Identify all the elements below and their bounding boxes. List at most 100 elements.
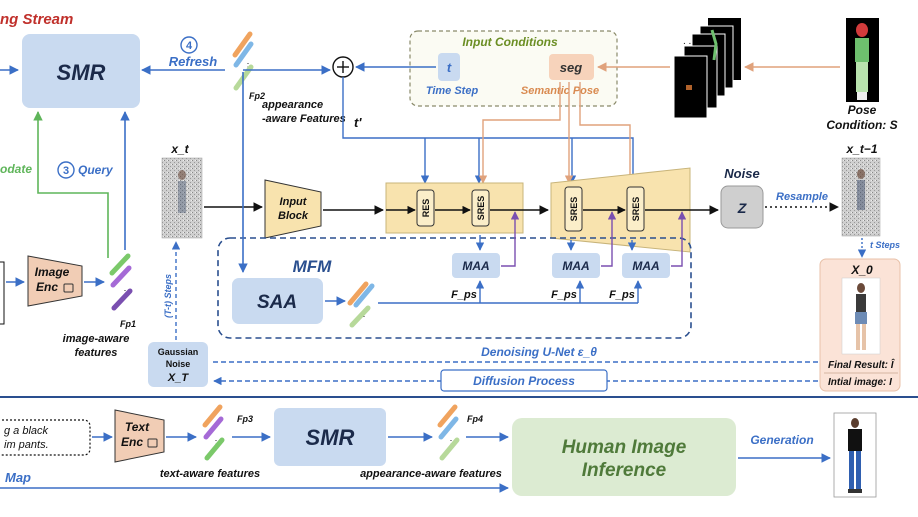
fp4-feature-stack: ⋮ [437, 404, 460, 461]
seg-box [549, 54, 594, 80]
gaussian-xT: X_T [167, 372, 189, 384]
query-label: Query [78, 163, 114, 177]
refresh-step-badge [180, 36, 198, 54]
fp4-label: Fp4 [467, 414, 483, 424]
text-enc-lock-icon [147, 438, 158, 448]
text-encoder [114, 409, 165, 463]
sres-block-2 [564, 186, 583, 232]
lock-icon [63, 283, 74, 293]
pose-condition-image [846, 18, 879, 102]
seg-to-sres3 [579, 82, 635, 184]
maa3-feedback [671, 211, 687, 267]
image-aware-line2: features [75, 347, 118, 359]
seg-symbol: seg [560, 60, 582, 75]
refresh-step-number: 4 [186, 40, 193, 52]
xt-label: x_t [170, 142, 189, 156]
fp3-feature-stack: ⋮ [202, 404, 225, 461]
appearance-aware-features-label: appearance-aware features [360, 468, 502, 480]
maa-label-2: MAA [562, 259, 589, 273]
pose-label-line1: Pose [848, 103, 877, 117]
prompt-line1: g a black [4, 425, 49, 437]
res-label: RES [421, 199, 431, 218]
text-prompt-box [0, 419, 91, 456]
noise-label: Noise [724, 166, 759, 181]
maa-label-1: MAA [462, 259, 489, 273]
resample-label: Resample [776, 191, 828, 203]
inference-line1: Human Image [562, 437, 687, 458]
mfm-title: MFM [293, 257, 333, 276]
saa-block [232, 278, 323, 324]
fp2-feature-stack: ⋮ [232, 31, 254, 91]
smr-top-block: SMR [22, 34, 140, 108]
image-enc-line2: Enc [36, 280, 58, 294]
input-block-line1: Input [280, 196, 308, 208]
maa-block-1 [452, 253, 500, 278]
maa-block-3 [622, 253, 670, 278]
query-step-badge [57, 161, 75, 179]
final-result-image [841, 277, 881, 355]
map-label: Map [5, 470, 31, 485]
fps-label-1: F_ps [451, 289, 477, 301]
fps-feature-stack: ⋮ [347, 281, 375, 328]
input-block-line2: Block [278, 210, 309, 222]
refresh-label: Refresh [169, 54, 217, 69]
fp1-label: Fp1 [120, 319, 136, 329]
stream-title-fragment: ng Stream [0, 11, 73, 28]
pose-map-stack: . . [673, 18, 741, 119]
sres-block-3 [626, 186, 645, 232]
maa1-feedback [501, 211, 520, 267]
generated-human-image [833, 412, 877, 498]
xt-minus-1-label: x_t−1 [845, 142, 877, 156]
smr-bottom-block [274, 408, 386, 466]
image-encoder [27, 255, 83, 307]
sres-label-1: SRES [476, 196, 486, 221]
diffusion-label: Diffusion Process [473, 374, 575, 388]
gaussian-steps-label: (T-t) Steps [163, 274, 173, 318]
gaussian-line1: Gaussian [158, 347, 199, 357]
maa2-feedback [601, 211, 617, 267]
update-path [37, 175, 109, 258]
x0-label: X_0 [850, 263, 873, 277]
t-symbol: t [447, 60, 452, 75]
text-enc-line2: Enc [121, 435, 143, 449]
final-result-label: Final Result: Î [828, 358, 896, 371]
sres-label-3: SRES [631, 197, 641, 222]
t-steps-label: t Steps [870, 240, 900, 250]
human-image-inference-block [512, 418, 736, 496]
image-enc-line1: Image [35, 265, 70, 279]
generation-label: Generation [750, 433, 813, 447]
input-conditions-title: Input Conditions [462, 35, 558, 49]
svg-text:. .: . . [683, 36, 691, 47]
seg-to-sres1 [478, 82, 561, 184]
time-step-box [438, 53, 460, 81]
z-label: Z [737, 200, 747, 216]
input-block [264, 179, 322, 239]
gaussian-noise-box [148, 342, 208, 387]
sres-label-2: SRES [569, 197, 579, 222]
gaussian-line2: Noise [166, 359, 191, 369]
t-prime-label: t' [354, 115, 362, 130]
noise-z-box [720, 185, 764, 229]
saa-label: SAA [257, 292, 297, 313]
fps-label-2: F_ps [551, 289, 577, 301]
res-block [416, 189, 435, 227]
encoder-block [385, 182, 524, 234]
fps-label-3: F_ps [609, 289, 635, 301]
smr-top-label: SMR [57, 60, 106, 85]
maa-label-3: MAA [632, 259, 659, 273]
fp1-feature-stack: ⋮ [109, 253, 133, 311]
sres-block-1 [471, 189, 490, 227]
fp3-label: Fp3 [237, 414, 253, 424]
text-enc-line1: Text [125, 420, 150, 434]
tprime-path-right [342, 77, 638, 184]
time-step-label: Time Step [426, 85, 479, 97]
text-aware-features-label: text-aware features [160, 468, 260, 480]
maa-block-2 [552, 253, 600, 278]
initial-image-label: Intial image: I [828, 377, 892, 388]
denoising-label: Denoising U-Net ε_θ [481, 345, 597, 359]
diffusion-process-box [440, 369, 608, 392]
input-conditions-panel [409, 30, 618, 107]
pose-label-line2: Condition: S [826, 118, 897, 132]
